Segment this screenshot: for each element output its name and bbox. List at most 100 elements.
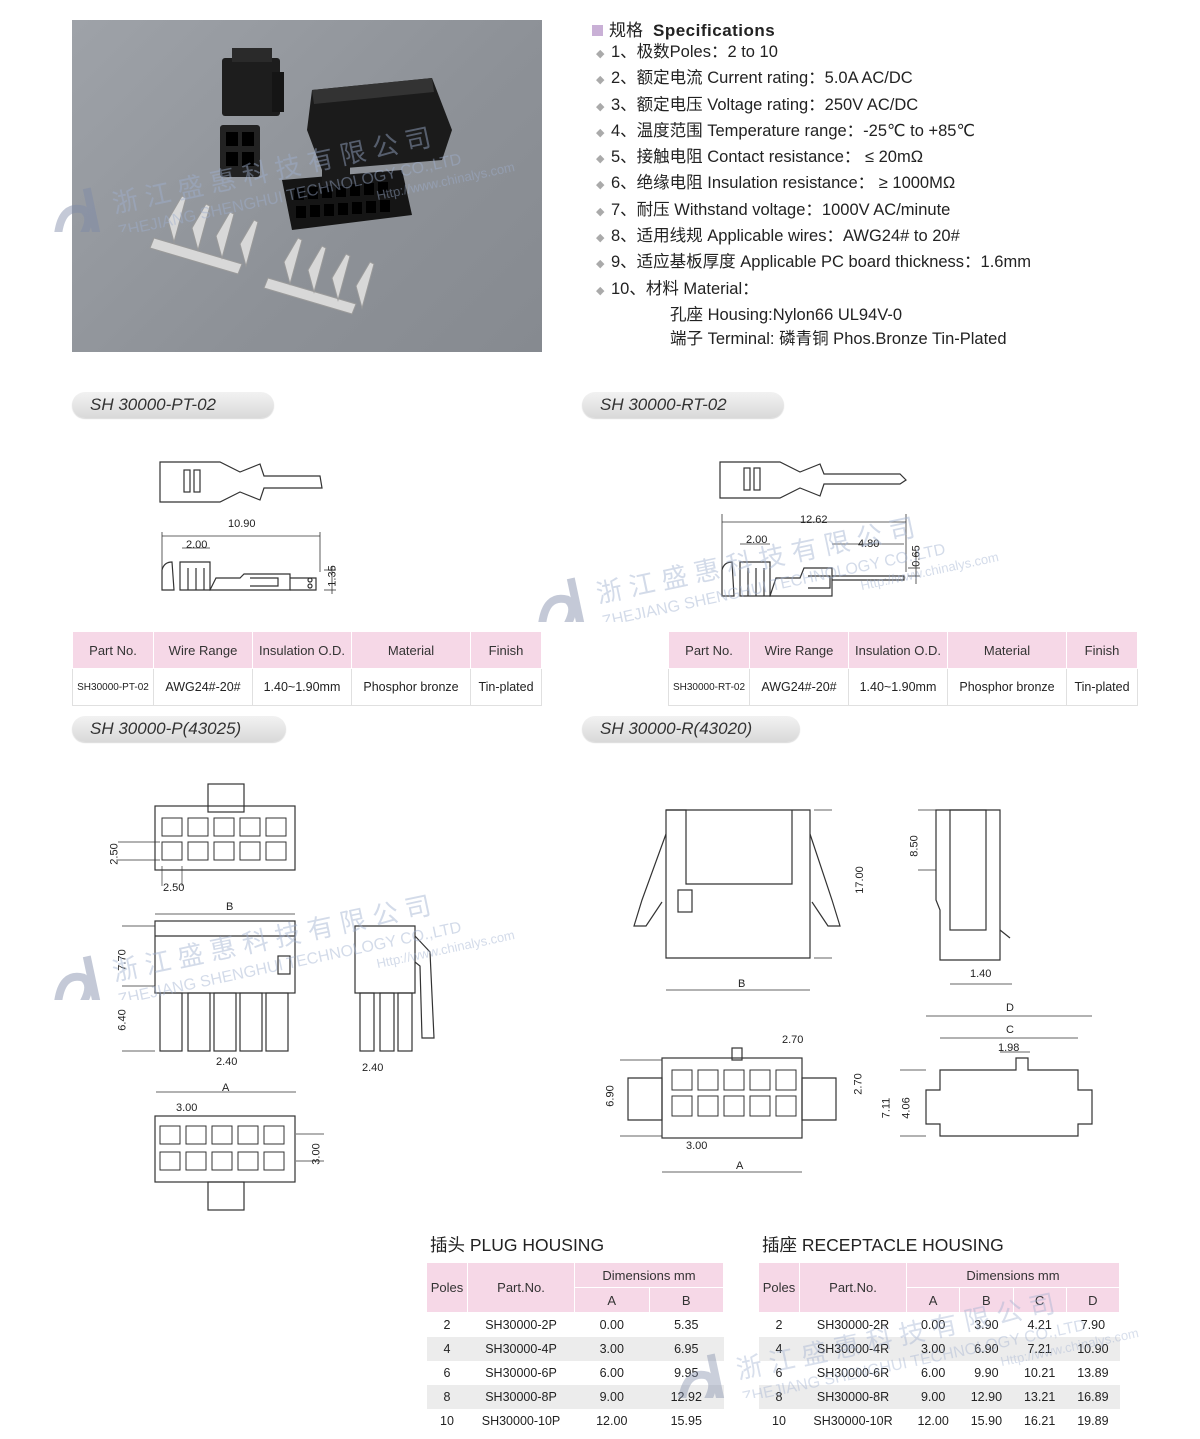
specs-title-cn: 规格 xyxy=(609,21,643,40)
dim-p-h2: 6.40 xyxy=(116,1009,129,1031)
table-cell: SH30000-6R xyxy=(816,1366,890,1380)
dim-r-h2: 4.06 xyxy=(900,1097,913,1119)
table-header: Wire Range xyxy=(153,631,253,669)
table-cell: SH30000-2R xyxy=(816,1318,890,1332)
product-photo xyxy=(72,20,542,352)
diamond-bullet-icon: ◆ xyxy=(596,126,605,139)
dim-r-top-bp: 3.00 xyxy=(686,1140,708,1152)
dim-r-key: 1.98 xyxy=(998,1042,1020,1054)
dim-pt-width: 2.00 xyxy=(186,539,208,551)
table-header: Finish xyxy=(1066,631,1138,669)
dim-p-pin: 2.40 xyxy=(216,1056,238,1068)
dim-p-h1: 7.70 xyxy=(116,949,129,971)
dim-r-h1: 7.11 xyxy=(880,1097,893,1119)
spec-text: 7、耐压 Withstand voltage：1000V AC/minute xyxy=(611,200,951,219)
spec-item: ◆3、额定电压 Voltage rating：250V AC/DC xyxy=(596,93,1031,119)
table-cell: 2 xyxy=(443,1318,451,1332)
table-header: C xyxy=(1012,1287,1067,1313)
diamond-bullet-icon: ◆ xyxy=(596,153,605,166)
spec-item: ◆1、极数Poles：2 to 10 xyxy=(596,40,1031,66)
table-cell: 8 xyxy=(758,1385,800,1409)
rt-spec-table: Part No. Wire Range Insulation O.D. Mate… xyxy=(668,631,1138,706)
spec-text: 6、绝缘电阻 Insulation resistance： ≥ 1000MΩ xyxy=(611,174,956,193)
table-cell: Phosphor bronze xyxy=(351,668,471,706)
table-header: B xyxy=(959,1287,1014,1313)
table-cell: SH30000-8R xyxy=(799,1385,907,1409)
table-cell: SH30000-4P xyxy=(467,1337,575,1361)
table-cell: Tin-plated xyxy=(470,668,542,706)
table-header: Dimensions mm xyxy=(906,1262,1120,1288)
table-cell: 6.90 xyxy=(959,1337,1013,1361)
specs-list: ◆1、极数Poles：2 to 10 ◆ 2、额定电流 Current ratin… xyxy=(596,40,1031,352)
table-cell: 3.90 xyxy=(974,1318,999,1332)
table-cell: 4 xyxy=(758,1337,800,1361)
table-cell: 12.92 xyxy=(649,1385,724,1409)
table-cell: 16.21 xyxy=(1023,1414,1056,1428)
dim-p-bot-pitch: 3.00 xyxy=(176,1102,198,1114)
table-cell: 15.90 xyxy=(970,1414,1003,1428)
dim-rt-height: 0.65 xyxy=(910,545,923,567)
section-rt-title: SH 30000-RT-02 xyxy=(582,392,784,418)
spec-item: ◆ 4、温度范围 Temperature range：-25℃ to +85℃ xyxy=(596,119,1031,145)
diamond-bullet-icon: ◆ xyxy=(596,100,605,113)
table-header: Part No. xyxy=(668,631,750,669)
pt-spec-table: Part No. Wire Range Insulation O.D. Mate… xyxy=(72,631,542,706)
dim-r-d: D xyxy=(1006,1002,1014,1014)
table-cell: 12.00 xyxy=(917,1414,949,1428)
dim-r-side-w: 1.40 xyxy=(970,968,992,980)
dim-pt-height: 1.35 xyxy=(326,565,339,587)
table-cell: 1.40~1.90mm xyxy=(848,668,948,706)
table-cell: SH30000-4R xyxy=(799,1337,907,1361)
table-cell: 10 xyxy=(440,1414,454,1428)
table-cell: 9.00 xyxy=(574,1385,649,1409)
diamond-bullet-icon: ◆ xyxy=(596,48,605,60)
table-header: Insulation O.D. xyxy=(252,631,352,669)
section-r-title: SH 30000-R(43020) xyxy=(582,716,800,742)
diamond-bullet-icon: ◆ xyxy=(596,205,605,218)
pt-terminal-drawing: 10.90 2.00 1.35 xyxy=(140,450,370,600)
table-cell: 13.89 xyxy=(1077,1366,1109,1380)
table-cell: AWG24#-20# xyxy=(153,668,253,706)
table-cell: SH30000-10P xyxy=(481,1414,561,1428)
table-cell: 6.95 xyxy=(649,1337,724,1361)
table-cell: 12.00 xyxy=(596,1414,628,1428)
dim-r-top-pv: 2.70 xyxy=(852,1073,865,1095)
table-header: Part No. xyxy=(72,631,154,669)
diamond-bullet-icon: ◆ xyxy=(596,284,605,297)
dim-r-c: C xyxy=(1006,1024,1014,1036)
spec-text: 9、适应基板厚度 Applicable PC board thickness：1… xyxy=(611,253,1031,272)
table-cell: SH30000-RT-02 xyxy=(668,668,750,706)
table-header: Insulation O.D. xyxy=(848,631,948,669)
table-cell: 19.89 xyxy=(1077,1414,1109,1428)
table-header: Part.No. xyxy=(799,1262,907,1313)
table-cell: 10.90 xyxy=(1066,1337,1120,1361)
table-header: A xyxy=(574,1287,650,1313)
bullet-square-icon xyxy=(592,25,603,36)
dim-r-top-h: 6.90 xyxy=(604,1085,617,1107)
table-header: B xyxy=(648,1287,724,1313)
table-cell: 1.40~1.90mm xyxy=(252,668,352,706)
table-cell: SH30000-2P xyxy=(485,1318,557,1332)
table-cell: 3.00 xyxy=(574,1337,649,1361)
table-cell: 2 xyxy=(775,1318,783,1332)
table-header: Finish xyxy=(470,631,542,669)
spec-text: 4、温度范围 Temperature range：-25℃ to +85℃ xyxy=(611,121,975,140)
spec-text: 2、额定电流 Current rating：5.0A AC/DC xyxy=(611,69,913,88)
table-cell: 9.00 xyxy=(906,1385,960,1409)
diamond-bullet-icon: ◆ xyxy=(596,179,605,192)
table-cell: Phosphor bronze xyxy=(947,668,1067,706)
table-cell: 6 xyxy=(775,1366,783,1380)
table-cell: 4 xyxy=(426,1337,468,1361)
table-header: Part.No. xyxy=(467,1262,575,1313)
table-cell: 6.00 xyxy=(920,1366,946,1380)
table-header: Material xyxy=(351,631,471,669)
table-cell: 12.90 xyxy=(959,1385,1013,1409)
